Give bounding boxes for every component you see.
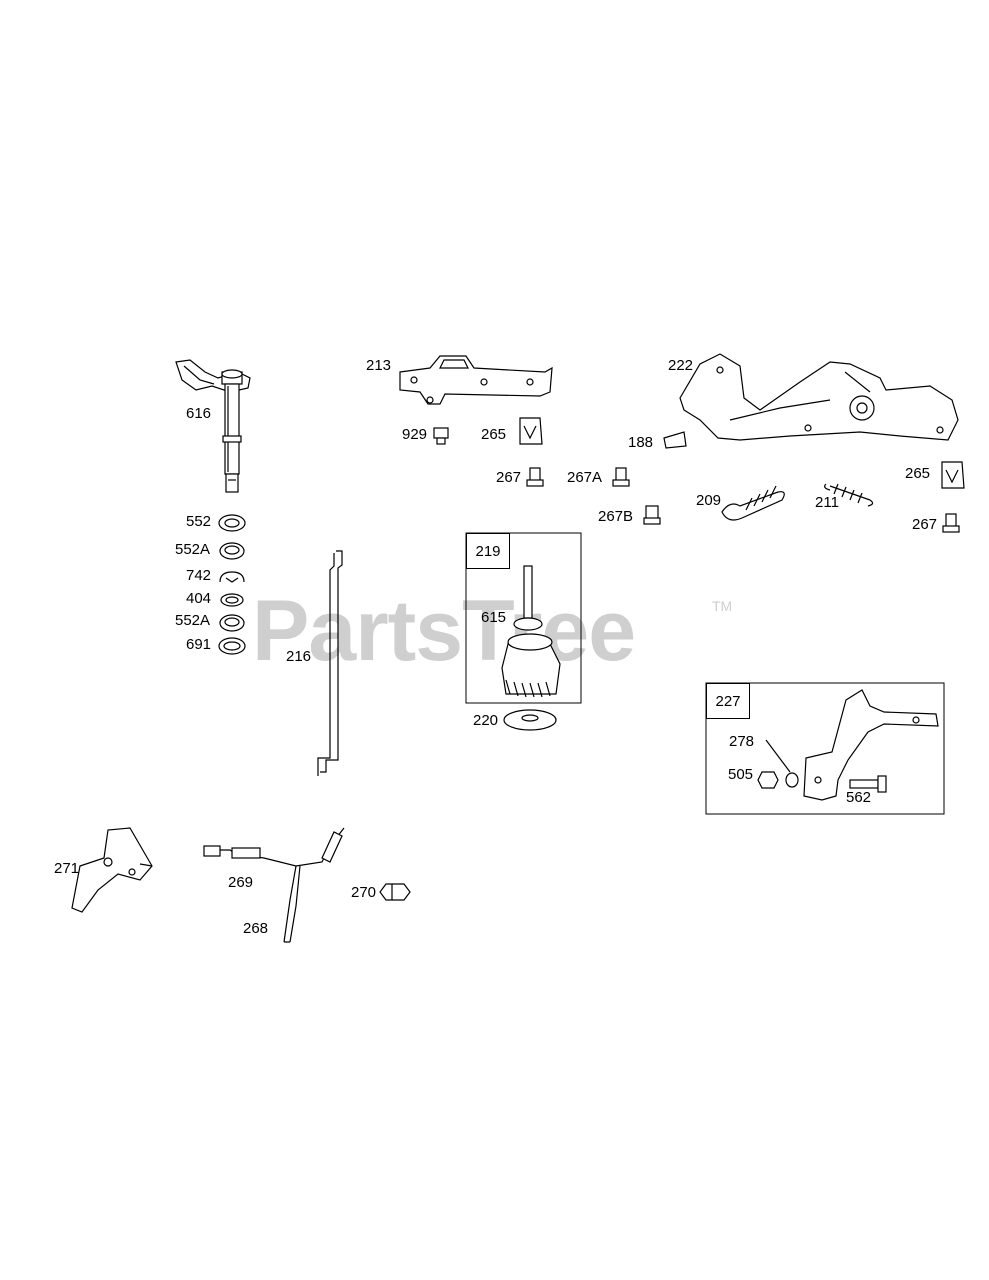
part-265-clip-b bbox=[941, 461, 965, 489]
part-213-control-bracket bbox=[399, 355, 553, 405]
part-188-screw bbox=[663, 431, 687, 449]
part-269-wire-harness bbox=[203, 827, 345, 867]
watermark-trademark: TM bbox=[712, 598, 733, 614]
label-267-b: 267 bbox=[912, 516, 938, 533]
part-552a-washer-1 bbox=[219, 542, 245, 560]
label-270: 270 bbox=[351, 884, 377, 901]
part-404-washer bbox=[220, 593, 244, 607]
part-742-clip bbox=[219, 571, 245, 583]
label-211: 211 bbox=[815, 494, 839, 511]
label-615: 615 bbox=[481, 609, 507, 626]
label-267a: 267A bbox=[567, 469, 603, 486]
label-552a-2: 552A bbox=[175, 612, 211, 629]
part-552a-washer-2 bbox=[219, 614, 245, 632]
label-404: 404 bbox=[186, 590, 212, 607]
label-742: 742 bbox=[186, 567, 212, 584]
label-267-a: 267 bbox=[496, 469, 522, 486]
part-929-screw bbox=[433, 427, 449, 445]
label-268: 268 bbox=[243, 920, 269, 937]
label-213: 213 bbox=[366, 357, 392, 374]
box-227-tag: 227 bbox=[706, 683, 750, 719]
part-227-throttle-bracket bbox=[803, 689, 939, 801]
part-270-nut bbox=[379, 883, 411, 901]
part-216-link-rod bbox=[317, 550, 343, 776]
watermark-logo: PartsTree bbox=[252, 583, 636, 679]
part-209-spring bbox=[721, 485, 785, 521]
part-562-screw bbox=[849, 775, 887, 793]
label-505: 505 bbox=[728, 766, 754, 783]
part-267a-screw bbox=[612, 467, 630, 487]
label-222: 222 bbox=[668, 357, 694, 374]
label-691: 691 bbox=[186, 636, 212, 653]
label-265-b: 265 bbox=[905, 465, 931, 482]
part-267-screw-a bbox=[526, 467, 544, 487]
box-219 bbox=[465, 532, 582, 704]
label-265-a: 265 bbox=[481, 426, 507, 443]
part-271-governor-lever bbox=[71, 827, 153, 913]
part-552-seal bbox=[218, 514, 246, 532]
label-278: 278 bbox=[729, 733, 755, 750]
part-219-governor-gear bbox=[501, 633, 561, 698]
part-616-governor-shaft bbox=[175, 359, 251, 493]
part-691-bushing bbox=[218, 637, 246, 655]
label-929: 929 bbox=[402, 426, 428, 443]
label-271: 271 bbox=[54, 860, 80, 877]
part-222-control-plate bbox=[679, 353, 959, 441]
label-188: 188 bbox=[628, 434, 654, 451]
label-616: 616 bbox=[186, 405, 212, 422]
label-562: 562 bbox=[846, 789, 872, 806]
label-216: 216 bbox=[286, 648, 312, 665]
part-278-spring bbox=[765, 739, 799, 788]
label-267b: 267B bbox=[598, 508, 634, 525]
part-211-spring bbox=[824, 483, 874, 507]
label-269: 269 bbox=[228, 874, 254, 891]
part-267-screw-b bbox=[942, 513, 960, 533]
part-267b-screw bbox=[643, 505, 661, 525]
part-268-wire bbox=[283, 865, 301, 943]
part-615-pin bbox=[513, 565, 543, 631]
part-505-nut bbox=[757, 771, 779, 789]
part-265-clip-a bbox=[519, 417, 543, 445]
box-227 bbox=[705, 682, 945, 815]
label-552: 552 bbox=[186, 513, 212, 530]
box-219-tag: 219 bbox=[466, 533, 510, 569]
label-209: 209 bbox=[696, 492, 722, 509]
label-220: 220 bbox=[473, 712, 499, 729]
part-220-washer bbox=[503, 709, 557, 731]
label-552a-1: 552A bbox=[175, 541, 211, 558]
